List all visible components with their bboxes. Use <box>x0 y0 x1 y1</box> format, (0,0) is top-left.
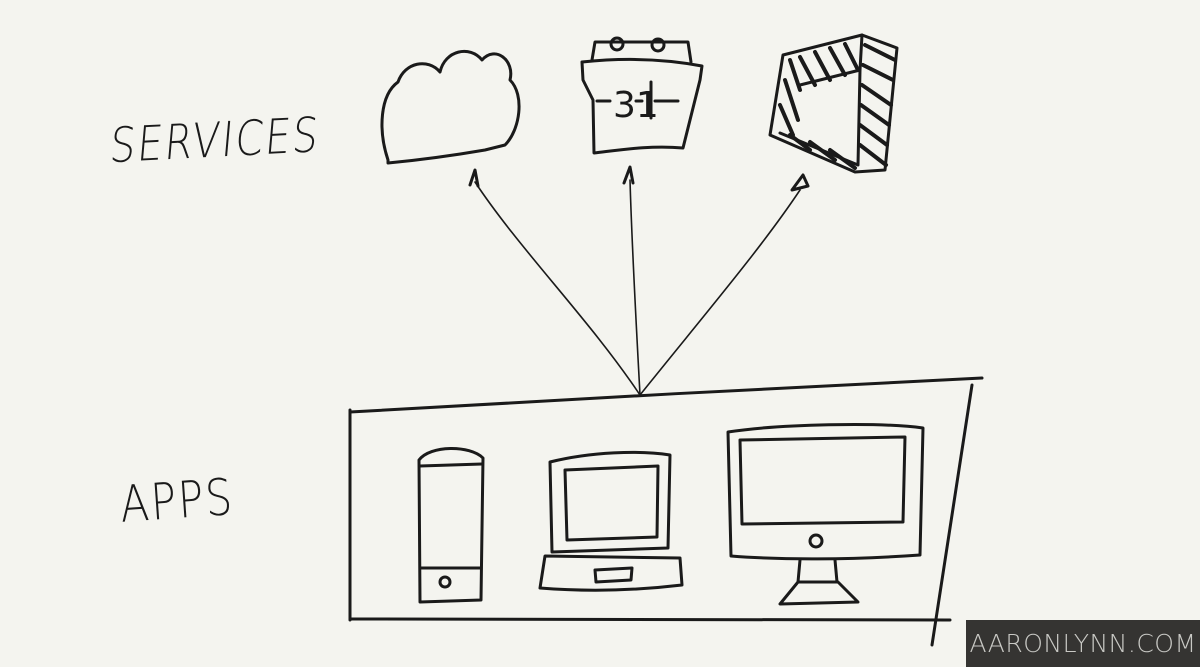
connection-arrows <box>468 165 810 396</box>
watermark: AARONLYNN.COM <box>966 620 1200 667</box>
calendar-icon: 31 <box>580 36 704 155</box>
frame-icon <box>768 33 899 174</box>
phone-icon <box>417 447 485 604</box>
apps-container <box>348 376 984 647</box>
calendar-day: 31 <box>613 85 659 126</box>
cloud-icon <box>380 50 521 165</box>
laptop-icon <box>538 450 684 592</box>
desktop-icon <box>726 423 925 606</box>
